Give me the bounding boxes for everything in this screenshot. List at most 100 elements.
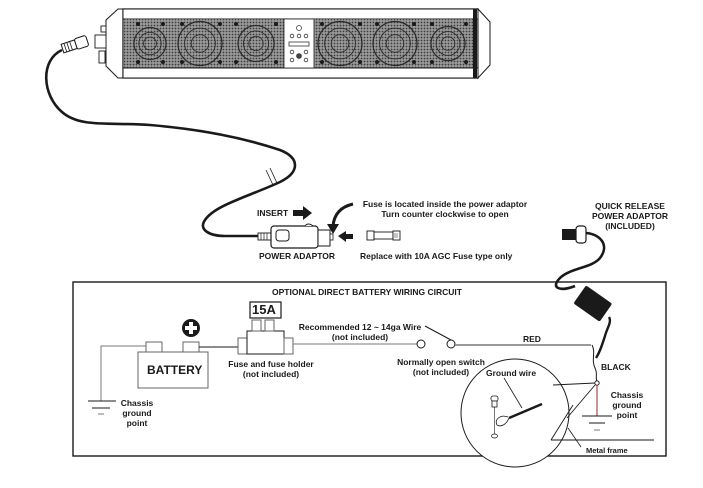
- control-button-icon: [289, 33, 295, 39]
- quick-release-line1: QUICK RELEASE: [595, 201, 665, 211]
- control-button-icon: [289, 49, 295, 55]
- control-button-icon: [303, 49, 309, 55]
- grille-screw: [320, 60, 324, 64]
- fuse-glass-icon: [366, 230, 401, 241]
- speaker-driver-ring: [133, 26, 167, 61]
- grille-screw: [234, 60, 238, 64]
- insert-label: INSERT: [257, 208, 289, 218]
- speaker-driver-ring: [248, 35, 264, 52]
- speaker-driver-ring: [324, 27, 356, 60]
- battery-label: BATTERY: [147, 363, 203, 377]
- fuse-rating-box: [249, 301, 282, 319]
- quick-release-adaptor: [554, 225, 612, 359]
- grille-screw: [375, 22, 379, 26]
- screw-icon: [490, 395, 499, 439]
- control-button-icon: [289, 57, 295, 63]
- negative-ground-wire: [100, 345, 146, 401]
- switch-terminal: [416, 339, 426, 349]
- fuse-holder-label: Fuse and fuse holder (not included): [216, 359, 326, 379]
- speaker-driver-ring: [385, 34, 405, 53]
- speaker-driver-ring: [143, 36, 157, 51]
- grille-screw: [358, 22, 362, 26]
- grille-screw: [161, 22, 165, 26]
- ground-left-line1: Chassis: [120, 398, 154, 408]
- cable-plug: [60, 35, 89, 54]
- select-button-icon: [296, 53, 302, 59]
- grille-screw: [412, 60, 416, 64]
- ring-terminal: [594, 380, 600, 386]
- chassis-ground-right-label: Chassis ground point: [602, 390, 652, 420]
- metal-frame-pointer: [567, 427, 582, 448]
- display-screen: [288, 41, 310, 47]
- switch-line1: Normally open switch: [397, 357, 485, 367]
- ground-wire-detail: [508, 402, 543, 420]
- grille-screw: [136, 60, 140, 64]
- black-wire: [591, 344, 598, 382]
- wire-line1: Recommended 12 ~ 14ga Wire: [298, 322, 422, 332]
- quick-release-label: QUICK RELEASE POWER ADAPTOR (INCLUDED): [580, 201, 680, 231]
- speaker-driver-ring: [435, 31, 461, 56]
- grille-screw: [358, 60, 362, 64]
- grille-screw: [412, 22, 416, 26]
- grille-screw: [430, 22, 434, 26]
- grille-screw: [180, 60, 184, 64]
- grille-screw: [180, 22, 184, 26]
- grille-screw: [218, 22, 222, 26]
- grille-screw: [274, 60, 278, 64]
- quick-release-line2: POWER ADAPTOR: [591, 211, 669, 221]
- connector-tab: [98, 50, 106, 64]
- fuse-location-note: Fuse is located inside the power adaptor…: [355, 199, 535, 219]
- callout-line: [566, 384, 596, 419]
- grille-screw: [464, 60, 468, 64]
- ground-symbol-right-icon: [582, 415, 612, 431]
- fuse-holder-line1: Fuse and fuse holder: [228, 359, 314, 369]
- chassis-ground-left-label: Chassis ground point: [112, 398, 162, 428]
- control-panel: [283, 18, 315, 69]
- connector-socket: [94, 34, 107, 49]
- ground-symbol-left-icon: [88, 400, 116, 415]
- soundbar-bottom-band: [122, 67, 479, 79]
- ground-left-line2: ground: [122, 408, 152, 418]
- control-button-icon: [303, 33, 309, 39]
- soundbar-right-endcap: [477, 7, 491, 80]
- speaker-driver-ring: [330, 34, 350, 53]
- switch-lever: [424, 325, 452, 341]
- fuse-holder: [237, 301, 294, 355]
- red-wire-label: RED: [523, 334, 541, 344]
- grille-screw: [464, 22, 468, 26]
- insert-arrow-icon: [293, 206, 312, 220]
- battery-positive-terminal: [182, 341, 200, 353]
- curved-arrow-head: [327, 224, 339, 234]
- soundbar-top-band: [122, 8, 479, 20]
- speaker-driver-ring: [317, 20, 363, 67]
- ground-left-line3: point: [126, 418, 148, 428]
- cable-break-mark: [269, 167, 278, 184]
- ground-right-line1: Chassis: [610, 390, 644, 400]
- speaker-driver-ring: [138, 31, 162, 56]
- speaker-driver-ring: [237, 24, 275, 63]
- ground-wire-pointer: [503, 377, 523, 409]
- soundbar-left-endcap: [105, 8, 124, 79]
- grille-screw: [161, 60, 165, 64]
- ring-lug-detail: [495, 415, 510, 427]
- metal-frame-label: Metal frame: [586, 446, 628, 455]
- fuse-note-line2: Turn counter clockwise to open: [381, 209, 509, 219]
- grille-screw: [375, 60, 379, 64]
- speaker-driver-ring: [184, 27, 216, 60]
- cable-break-mark: [265, 169, 274, 186]
- grille-screw: [234, 22, 238, 26]
- wire-recommendation-label: Recommended 12 ~ 14ga Wire (not included…: [290, 322, 430, 342]
- ground-right-line3: point: [616, 410, 638, 420]
- wire-line2: (not included): [331, 332, 389, 342]
- metal-frame-edge: [550, 404, 574, 441]
- detail-callout-circle: [460, 358, 570, 468]
- speaker-driver-ring: [430, 25, 466, 62]
- power-button-icon: [296, 25, 302, 31]
- ground-wire-label: Ground wire: [486, 368, 537, 378]
- callout-line: [552, 382, 596, 386]
- speaker-drivers: [133, 20, 468, 67]
- grille-screw: [430, 60, 434, 64]
- optional-circuit-box: [72, 281, 667, 457]
- circuit-title: OPTIONAL DIRECT BATTERY WIRING CIRCUIT: [272, 287, 462, 297]
